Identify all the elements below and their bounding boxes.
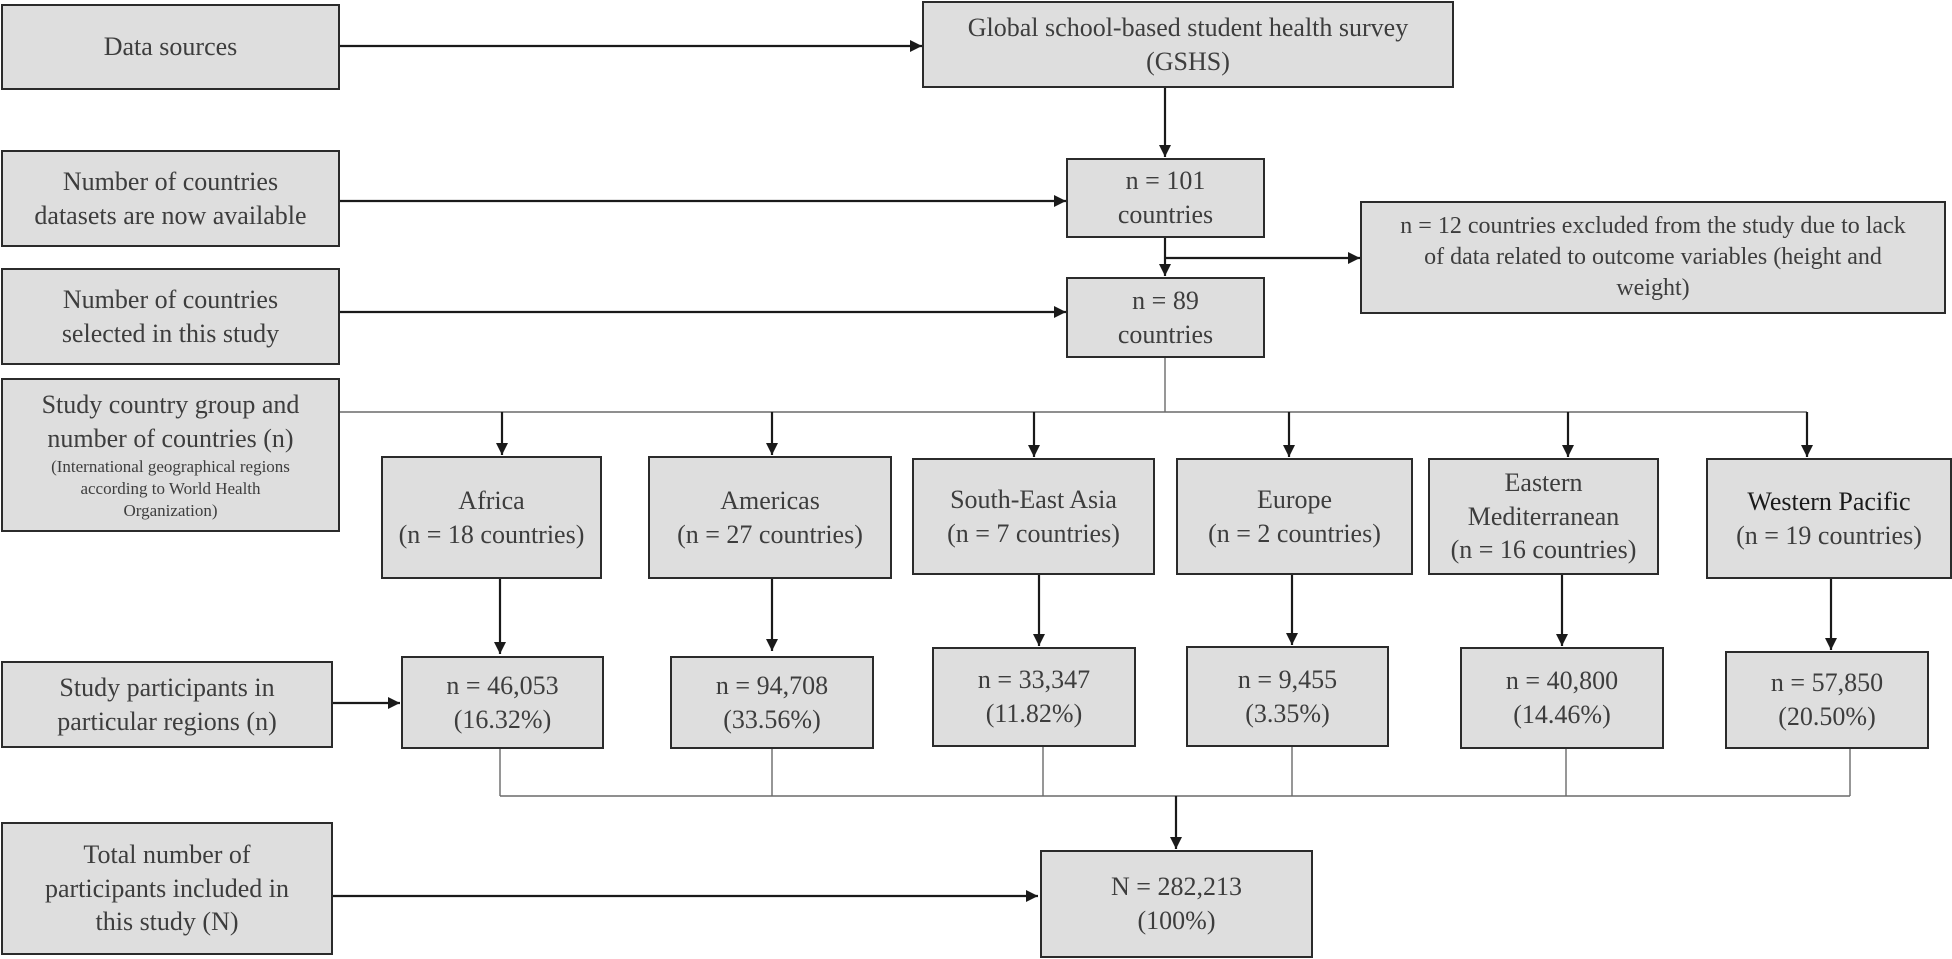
n89-line-2: countries bbox=[1117, 319, 1214, 349]
label-countries-available: Number of countries datasets are now ava… bbox=[1, 150, 340, 247]
excluded-box: n = 12 countries excluded from the study… bbox=[1360, 201, 1946, 314]
participants-americas: n = 94,708 (33.56%) bbox=[670, 656, 874, 749]
participants-africa-n: n = 46,053 bbox=[446, 670, 559, 700]
label-country-group-note-1: (International geographical regions bbox=[51, 456, 290, 476]
region-emr-name-2: Mediterranean bbox=[1467, 501, 1620, 531]
region-americas: Americas (n = 27 countries) bbox=[648, 456, 892, 579]
label-total-participants-line-2: participants included in bbox=[44, 873, 290, 903]
region-europe-count: (n = 2 countries) bbox=[1208, 518, 1381, 548]
region-americas-name: Americas bbox=[720, 485, 820, 515]
participants-africa: n = 46,053 (16.32%) bbox=[401, 656, 604, 749]
label-country-group-note-2: according to World Health bbox=[80, 478, 261, 498]
total-line-1: N = 282,213 bbox=[1111, 872, 1242, 902]
region-sea-name: South-East Asia bbox=[950, 484, 1117, 514]
participants-emr-pct: (14.46%) bbox=[1513, 700, 1611, 729]
participants-emr-n: n = 40,800 bbox=[1505, 666, 1619, 696]
n101-line-2: countries bbox=[1117, 200, 1214, 229]
region-europe-name: Europe bbox=[1256, 484, 1333, 514]
label-participants-regions-line-1: Study participants in bbox=[59, 672, 275, 702]
gshs-box: Global school-based student health surve… bbox=[922, 1, 1454, 88]
participants-south-east-asia: n = 33,347 (11.82%) bbox=[932, 647, 1136, 747]
label-data-sources: Data sources bbox=[1, 4, 340, 90]
participants-europe: n = 9,455 (3.35%) bbox=[1186, 646, 1389, 747]
region-africa-name: Africa bbox=[458, 485, 525, 515]
gshs-line-1: Global school-based student health surve… bbox=[967, 12, 1409, 42]
region-wpac-count: (n = 19 countries) bbox=[1736, 520, 1922, 550]
label-countries-available-line-1: Number of countries bbox=[62, 166, 279, 196]
region-africa: Africa (n = 18 countries) bbox=[381, 456, 602, 579]
region-western-pacific: Western Pacific (n = 19 countries) bbox=[1706, 458, 1952, 579]
n101-line-1: n = 101 bbox=[1125, 166, 1206, 196]
label-participants-regions: Study participants in particular regions… bbox=[1, 661, 333, 748]
participants-eastern-mediterranean: n = 40,800 (14.46%) bbox=[1460, 647, 1664, 749]
label-total-participants-line-3: this study (N) bbox=[95, 907, 239, 937]
label-country-group-note-3: Organization) bbox=[123, 500, 218, 520]
region-emr-name-1: Eastern bbox=[1504, 467, 1583, 497]
label-participants-regions-line-2: particular regions (n) bbox=[57, 706, 277, 736]
label-countries-selected: Number of countries selected in this stu… bbox=[1, 268, 340, 365]
excluded-line-2: of data related to outcome variables (he… bbox=[1424, 243, 1882, 270]
region-africa-count: (n = 18 countries) bbox=[398, 519, 585, 549]
gshs-line-2: (GSHS) bbox=[1146, 46, 1230, 76]
region-south-east-asia: South-East Asia (n = 7 countries) bbox=[912, 458, 1155, 575]
participants-sea-n: n = 33,347 bbox=[977, 665, 1091, 695]
participants-wpac-n: n = 57,850 bbox=[1770, 668, 1884, 698]
n89-line-1: n = 89 bbox=[1132, 285, 1199, 315]
label-countries-available-line-2: datasets are now available bbox=[34, 200, 307, 230]
participants-wpac-pct: (20.50%) bbox=[1778, 702, 1876, 731]
participants-europe-pct: (3.35%) bbox=[1245, 698, 1330, 728]
region-emr-count: (n = 16 countries) bbox=[1450, 535, 1637, 565]
label-data-sources-text: Data sources bbox=[103, 32, 238, 62]
region-wpac-name: Western Pacific bbox=[1747, 486, 1911, 516]
participants-western-pacific: n = 57,850 (20.50%) bbox=[1725, 651, 1929, 749]
total-box: N = 282,213 (100%) bbox=[1040, 850, 1313, 958]
excluded-line-3: weight) bbox=[1616, 275, 1690, 302]
region-europe: Europe (n = 2 countries) bbox=[1176, 458, 1413, 575]
participants-europe-n: n = 9,455 bbox=[1237, 664, 1338, 694]
label-country-group-line-2: number of countries (n) bbox=[47, 423, 294, 453]
n89-box: n = 89 countries bbox=[1066, 277, 1265, 358]
region-sea-count: (n = 7 countries) bbox=[947, 518, 1120, 548]
participants-africa-pct: (16.32%) bbox=[453, 704, 552, 734]
n101-box: n = 101 countries bbox=[1066, 158, 1265, 238]
label-countries-selected-line-1: Number of countries bbox=[62, 284, 279, 314]
region-eastern-mediterranean: Eastern Mediterranean (n = 16 countries) bbox=[1428, 458, 1659, 575]
region-americas-count: (n = 27 countries) bbox=[677, 519, 863, 549]
label-total-participants-line-1: Total number of bbox=[83, 839, 251, 869]
label-total-participants: Total number of participants included in… bbox=[1, 822, 333, 955]
participants-sea-pct: (11.82%) bbox=[985, 699, 1083, 728]
label-country-group: Study country group and number of countr… bbox=[1, 378, 340, 532]
label-countries-selected-line-2: selected in this study bbox=[61, 318, 280, 348]
excluded-line-1: n = 12 countries excluded from the study… bbox=[1400, 212, 1906, 239]
label-country-group-line-1: Study country group and bbox=[41, 390, 300, 420]
participants-americas-pct: (33.56%) bbox=[723, 704, 821, 734]
total-line-2: (100%) bbox=[1137, 906, 1216, 935]
participants-americas-n: n = 94,708 bbox=[715, 670, 829, 700]
